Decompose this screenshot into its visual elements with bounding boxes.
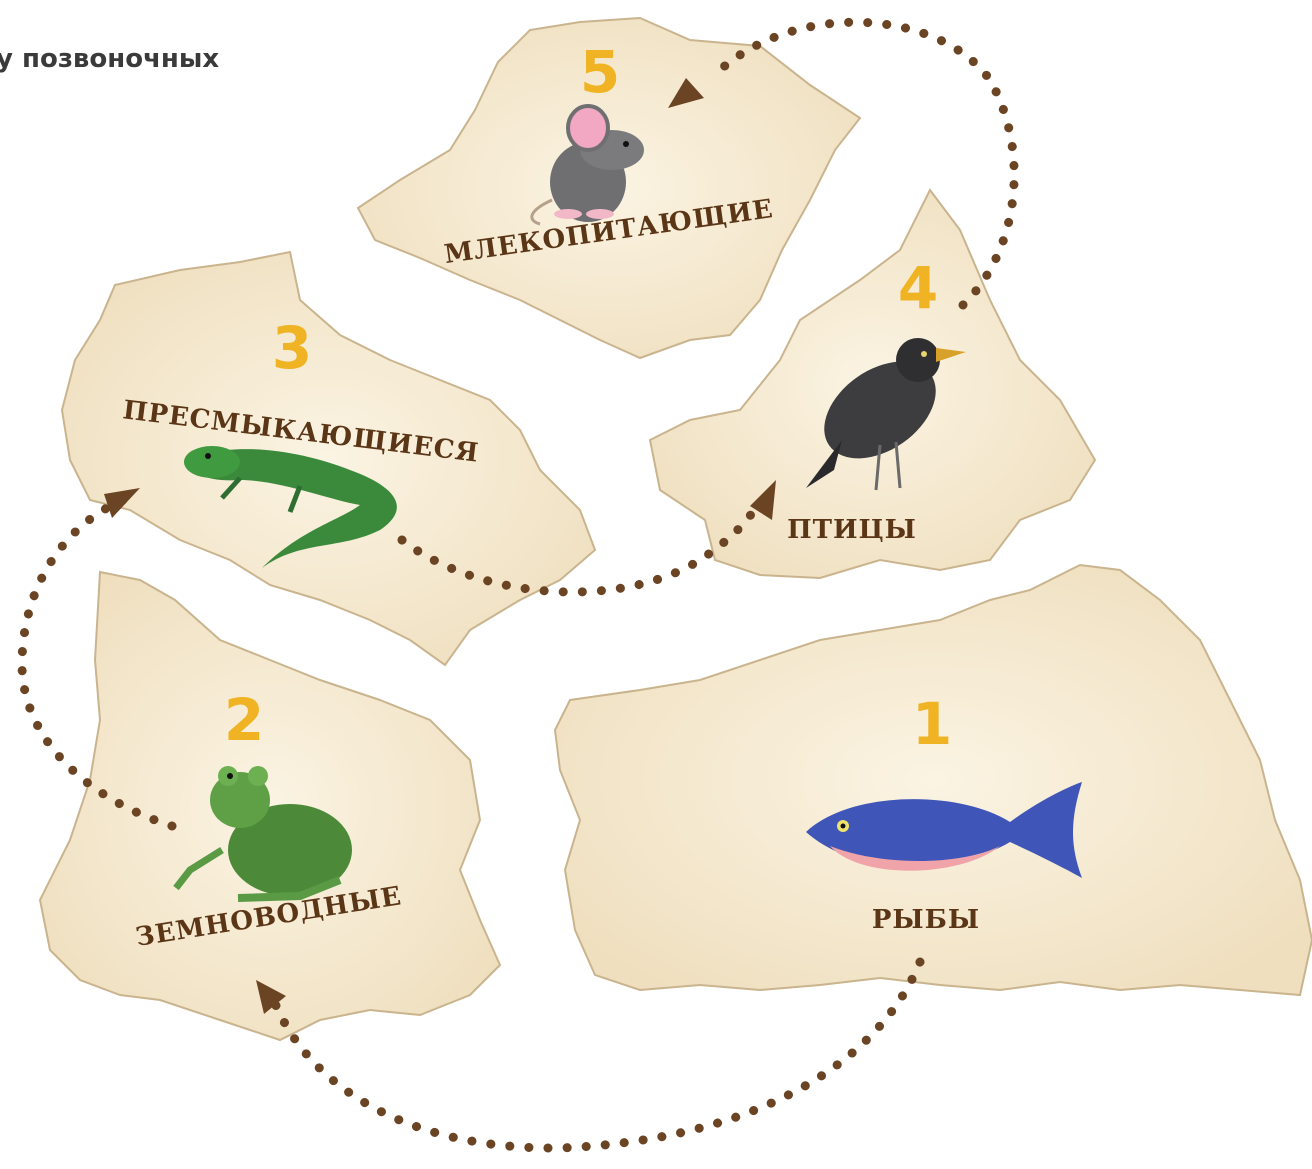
group-number-3: 3: [272, 314, 312, 382]
group-number-1: 1: [912, 690, 952, 758]
group-number-5: 5: [580, 38, 620, 106]
group-number-4: 4: [898, 254, 938, 322]
group-number-2: 2: [224, 686, 264, 754]
group-label-1: РЫБЫ: [872, 905, 980, 935]
group-label-4: ПТИЦЫ: [787, 515, 917, 545]
